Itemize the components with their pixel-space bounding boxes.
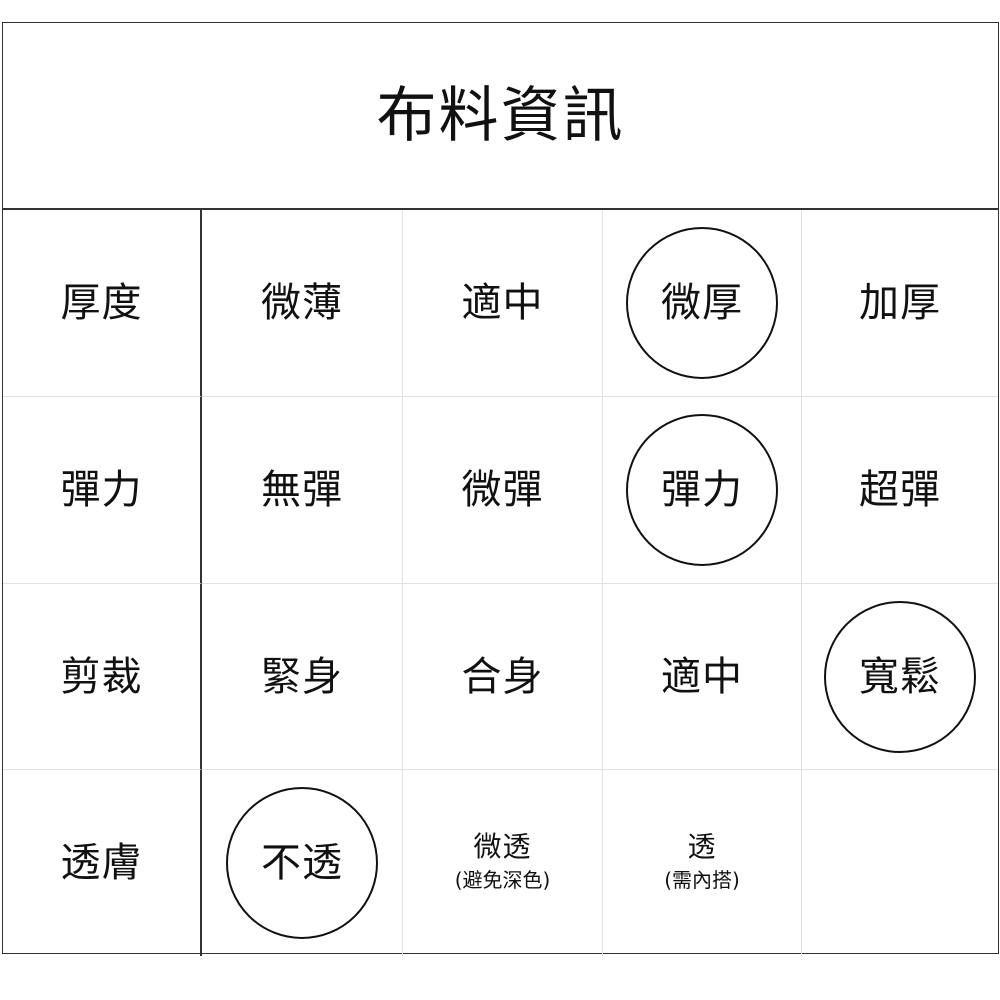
row-label-text: 厚度 [60, 280, 143, 327]
row-label-thickness: 厚度 [3, 210, 202, 397]
option-cell[interactable]: 微薄 [202, 210, 402, 397]
option-cell-selected[interactable]: 寬鬆 [801, 583, 998, 770]
option-cell[interactable]: 適中 [402, 210, 602, 397]
option-label: 微彈 [461, 466, 544, 513]
page-title: 布料資訊 [376, 80, 625, 151]
option-label: 不透 [261, 839, 343, 886]
selected-circle-icon [226, 786, 378, 939]
fabric-attributes-table: 厚度 微薄 適中 微厚 加厚 彈力 無彈 [3, 210, 998, 956]
option-cell[interactable]: 加厚 [801, 210, 998, 397]
selected-circle-icon [626, 227, 778, 380]
table-row-sheerness: 透膚 不透 微透 (避免深色) 透 (需內搭) [3, 769, 998, 956]
option-label: 寬鬆 [859, 653, 941, 700]
row-label-text: 剪裁 [60, 653, 143, 700]
option-label: 微透 [473, 830, 532, 864]
option-cell[interactable]: 微透 (避免深色) [402, 769, 602, 956]
row-label-text: 透膚 [60, 839, 143, 886]
option-label: 超彈 [859, 466, 941, 513]
option-label: 微厚 [661, 280, 743, 327]
option-label: 合身 [461, 653, 544, 700]
table-row-elasticity: 彈力 無彈 微彈 彈力 超彈 [3, 396, 998, 583]
option-cell[interactable]: 合身 [402, 583, 602, 770]
row-label-elasticity: 彈力 [3, 396, 202, 583]
selected-circle-icon [824, 600, 976, 753]
row-label-cut: 剪裁 [3, 583, 202, 770]
option-label: 透 [687, 830, 717, 864]
option-label: 無彈 [261, 466, 343, 513]
option-cell[interactable]: 超彈 [801, 396, 998, 583]
fabric-info-sheet: 布料資訊 厚度 微薄 適中 微厚 加厚 彈力 [2, 22, 999, 956]
table-row-cut: 剪裁 緊身 合身 適中 寬鬆 [3, 583, 998, 770]
option-label: 微薄 [261, 280, 343, 327]
row-label-sheerness: 透膚 [3, 769, 202, 956]
option-note: (需內搭) [664, 868, 740, 893]
table-row-thickness: 厚度 微薄 適中 微厚 加厚 [3, 210, 998, 397]
option-cell[interactable]: 無彈 [202, 396, 402, 583]
option-cell-selected[interactable]: 彈力 [602, 396, 801, 583]
title-block: 布料資訊 [3, 23, 998, 210]
selected-circle-icon [626, 413, 778, 566]
option-label: 緊身 [261, 653, 343, 700]
option-cell[interactable]: 透 (需內搭) [602, 769, 801, 956]
option-note: (避免深色) [454, 868, 551, 893]
option-label: 加厚 [859, 280, 941, 327]
option-label: 適中 [461, 280, 544, 327]
option-cell-selected[interactable]: 微厚 [602, 210, 801, 397]
row-label-text: 彈力 [60, 466, 143, 513]
option-cell-selected[interactable]: 不透 [202, 769, 402, 956]
empty-cell [801, 769, 998, 956]
option-cell[interactable]: 適中 [602, 583, 801, 770]
option-cell[interactable]: 微彈 [402, 396, 602, 583]
option-label: 適中 [661, 653, 743, 700]
option-cell[interactable]: 緊身 [202, 583, 402, 770]
option-label: 彈力 [661, 466, 743, 513]
